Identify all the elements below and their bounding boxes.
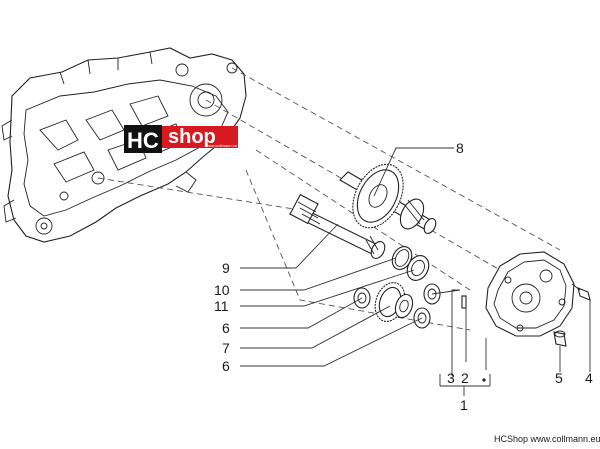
- callout-3: 3: [447, 370, 455, 386]
- callout-11: 11: [214, 298, 229, 314]
- callout-dot: [482, 378, 486, 382]
- callout-7: 7: [222, 340, 230, 356]
- callout-8: 8: [456, 140, 464, 156]
- circlip-and-ring: [391, 246, 430, 281]
- callout-4: 4: [585, 370, 593, 386]
- cover-screw: [571, 283, 591, 301]
- callout-6-upper: 6: [222, 320, 230, 336]
- callout-6-lower: 6: [222, 358, 230, 374]
- dowel-pin: [461, 295, 467, 309]
- logo-hc-text: HC: [127, 128, 159, 153]
- footer-credit: HCShop www.collmann.eu: [494, 434, 600, 444]
- logo-black-block: [124, 125, 162, 153]
- cover-bolt: [553, 330, 567, 347]
- output-shaft-gear: [339, 163, 437, 234]
- secondary-shaft: [289, 193, 386, 259]
- callout-10: 10: [214, 282, 230, 298]
- callout-labels: 8 9 10 11 6 7 6 3 2 1 4 5: [214, 140, 593, 413]
- logo-red-block: [162, 126, 238, 148]
- logo-url-text: www.collmann.eu: [206, 143, 237, 148]
- callout-9: 9: [222, 260, 230, 276]
- hcshop-logo: HC shop www.collmann.eu: [124, 125, 238, 153]
- logo-shop-text: shop: [168, 126, 216, 148]
- gear-cover: [485, 251, 575, 337]
- callout-leaders: [240, 147, 591, 396]
- bearings-and-intermediate-gear: [353, 282, 441, 329]
- callout-1: 1: [460, 397, 468, 413]
- alignment-lines: [97, 67, 561, 331]
- callout-2: 2: [461, 370, 469, 386]
- callout-5: 5: [555, 370, 563, 386]
